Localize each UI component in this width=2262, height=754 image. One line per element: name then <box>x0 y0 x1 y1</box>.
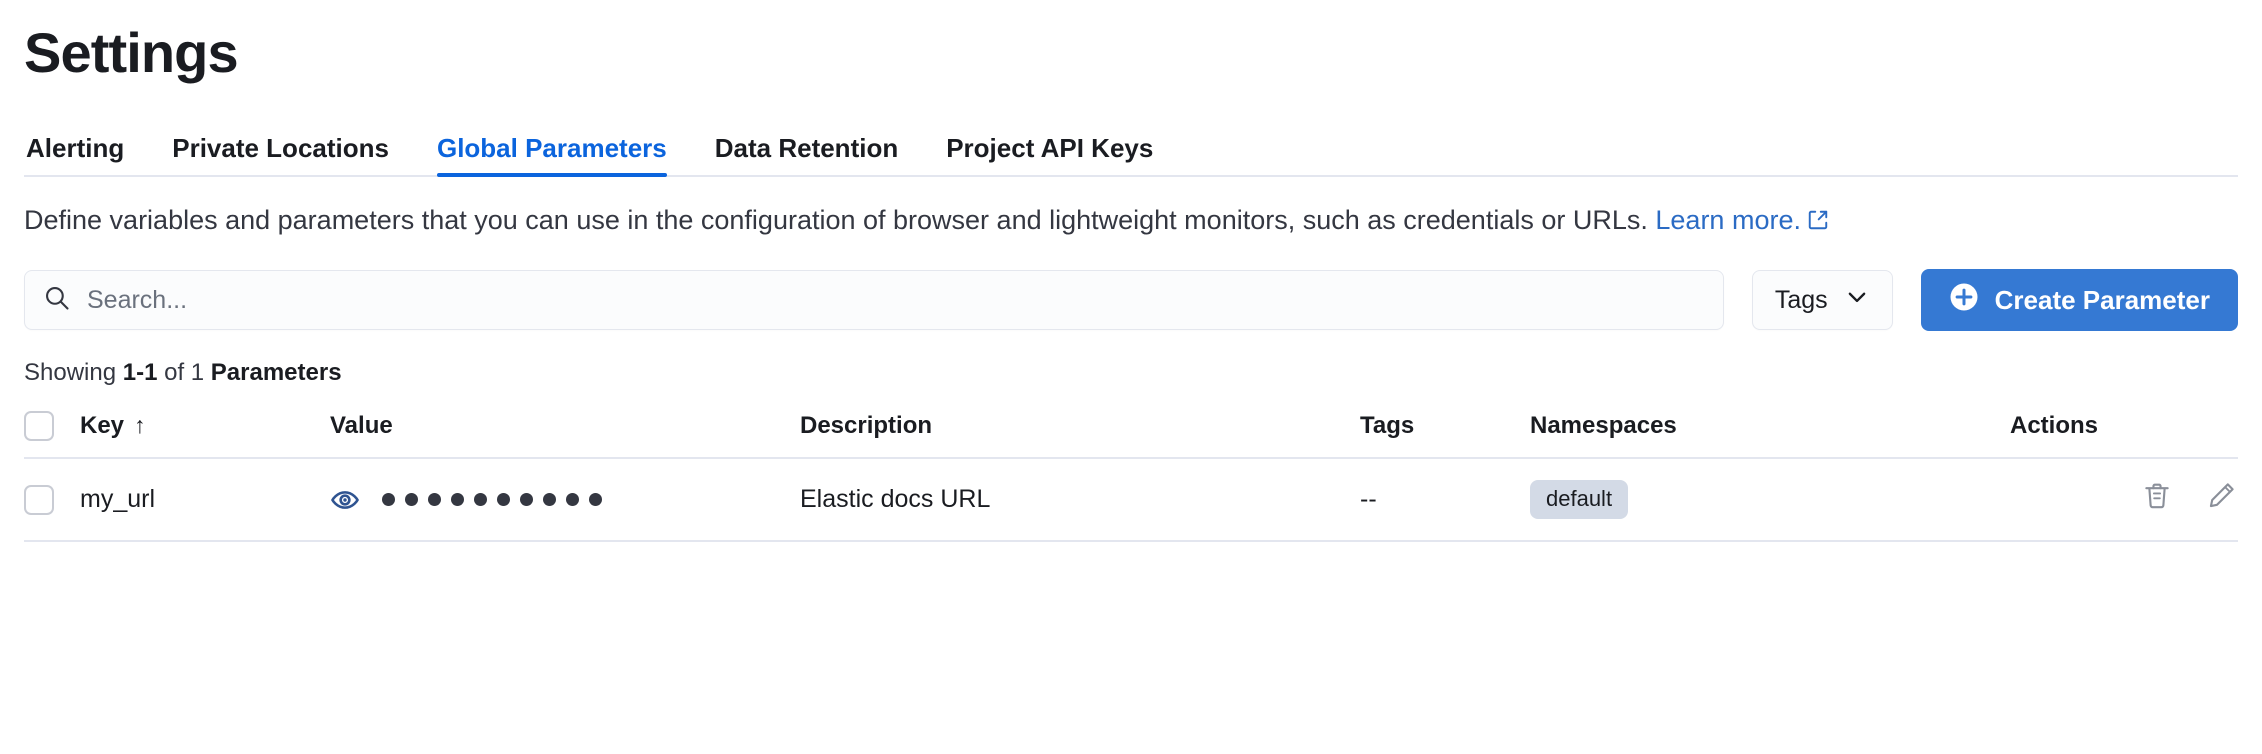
table-row: my_url <box>24 458 2238 542</box>
column-header-actions: Actions <box>2010 401 2238 459</box>
select-all-checkbox[interactable] <box>24 411 54 441</box>
summary-middle: of 1 <box>164 359 205 386</box>
chevron-down-icon <box>1844 284 1870 317</box>
settings-page: Settings Alerting Private Locations Glob… <box>24 21 2238 542</box>
external-link-icon <box>1807 205 1829 239</box>
row-tags-cell: -- <box>1360 458 1530 542</box>
column-header-key-label: Key <box>80 412 125 439</box>
tab-private-locations[interactable]: Private Locations <box>172 132 389 163</box>
column-header-description[interactable]: Description <box>800 401 1360 459</box>
eye-icon[interactable] <box>330 485 360 515</box>
tab-project-api-keys[interactable]: Project API Keys <box>946 132 1154 163</box>
row-namespaces-cell: default <box>1530 458 2010 542</box>
create-parameter-label: Create Parameter <box>1994 284 2210 315</box>
parameters-table: Key ↑ Value Description Tags Namespaces A… <box>24 401 2238 542</box>
search-icon <box>43 284 71 317</box>
tags-filter-label: Tags <box>1774 285 1828 314</box>
row-actions-cell <box>2010 458 2238 542</box>
row-select-cell <box>24 458 80 542</box>
tab-alerting[interactable]: Alerting <box>26 132 125 163</box>
learn-more-label: Learn more. <box>1655 204 1801 235</box>
row-checkbox[interactable] <box>24 484 54 515</box>
results-summary: Showing 1-1 of 1 Parameters <box>24 359 2238 387</box>
page-description: Define variables and parameters that you… <box>24 203 2238 239</box>
row-key-cell: my_url <box>80 458 330 542</box>
column-header-namespaces[interactable]: Namespaces <box>1530 401 2010 459</box>
tab-data-retention[interactable]: Data Retention <box>714 132 899 163</box>
tags-filter-button[interactable]: Tags <box>1751 270 1893 330</box>
column-header-key[interactable]: Key ↑ <box>80 401 330 459</box>
column-header-tags[interactable]: Tags <box>1360 401 1530 459</box>
table-header-row: Key ↑ Value Description Tags Namespaces A… <box>24 401 2238 459</box>
summary-prefix: Showing <box>24 359 117 386</box>
summary-entity: Parameters <box>210 359 342 386</box>
trash-icon[interactable] <box>2140 479 2174 513</box>
row-value-cell <box>330 458 800 542</box>
controls-row: Tags Create Parameter <box>24 269 2238 331</box>
arrow-up-icon: ↑ <box>134 412 146 438</box>
pencil-icon[interactable] <box>2204 479 2238 513</box>
tab-global-parameters[interactable]: Global Parameters <box>436 135 667 177</box>
masked-value <box>382 493 602 506</box>
row-description-cell: Elastic docs URL <box>800 458 1360 542</box>
plus-circle-icon <box>1949 282 1979 319</box>
page-title: Settings <box>24 21 239 84</box>
search-input[interactable] <box>87 271 1705 329</box>
search-box[interactable] <box>24 270 1724 330</box>
column-header-value[interactable]: Value <box>330 401 800 459</box>
summary-range: 1-1 <box>122 359 158 386</box>
select-all-header <box>24 401 80 459</box>
description-text: Define variables and parameters that you… <box>24 204 1648 235</box>
learn-more-link[interactable]: Learn more. <box>1655 205 1829 235</box>
namespace-badge: default <box>1530 480 1629 519</box>
create-parameter-button[interactable]: Create Parameter <box>1920 269 2238 331</box>
settings-tabs: Alerting Private Locations Global Parame… <box>24 119 2238 177</box>
